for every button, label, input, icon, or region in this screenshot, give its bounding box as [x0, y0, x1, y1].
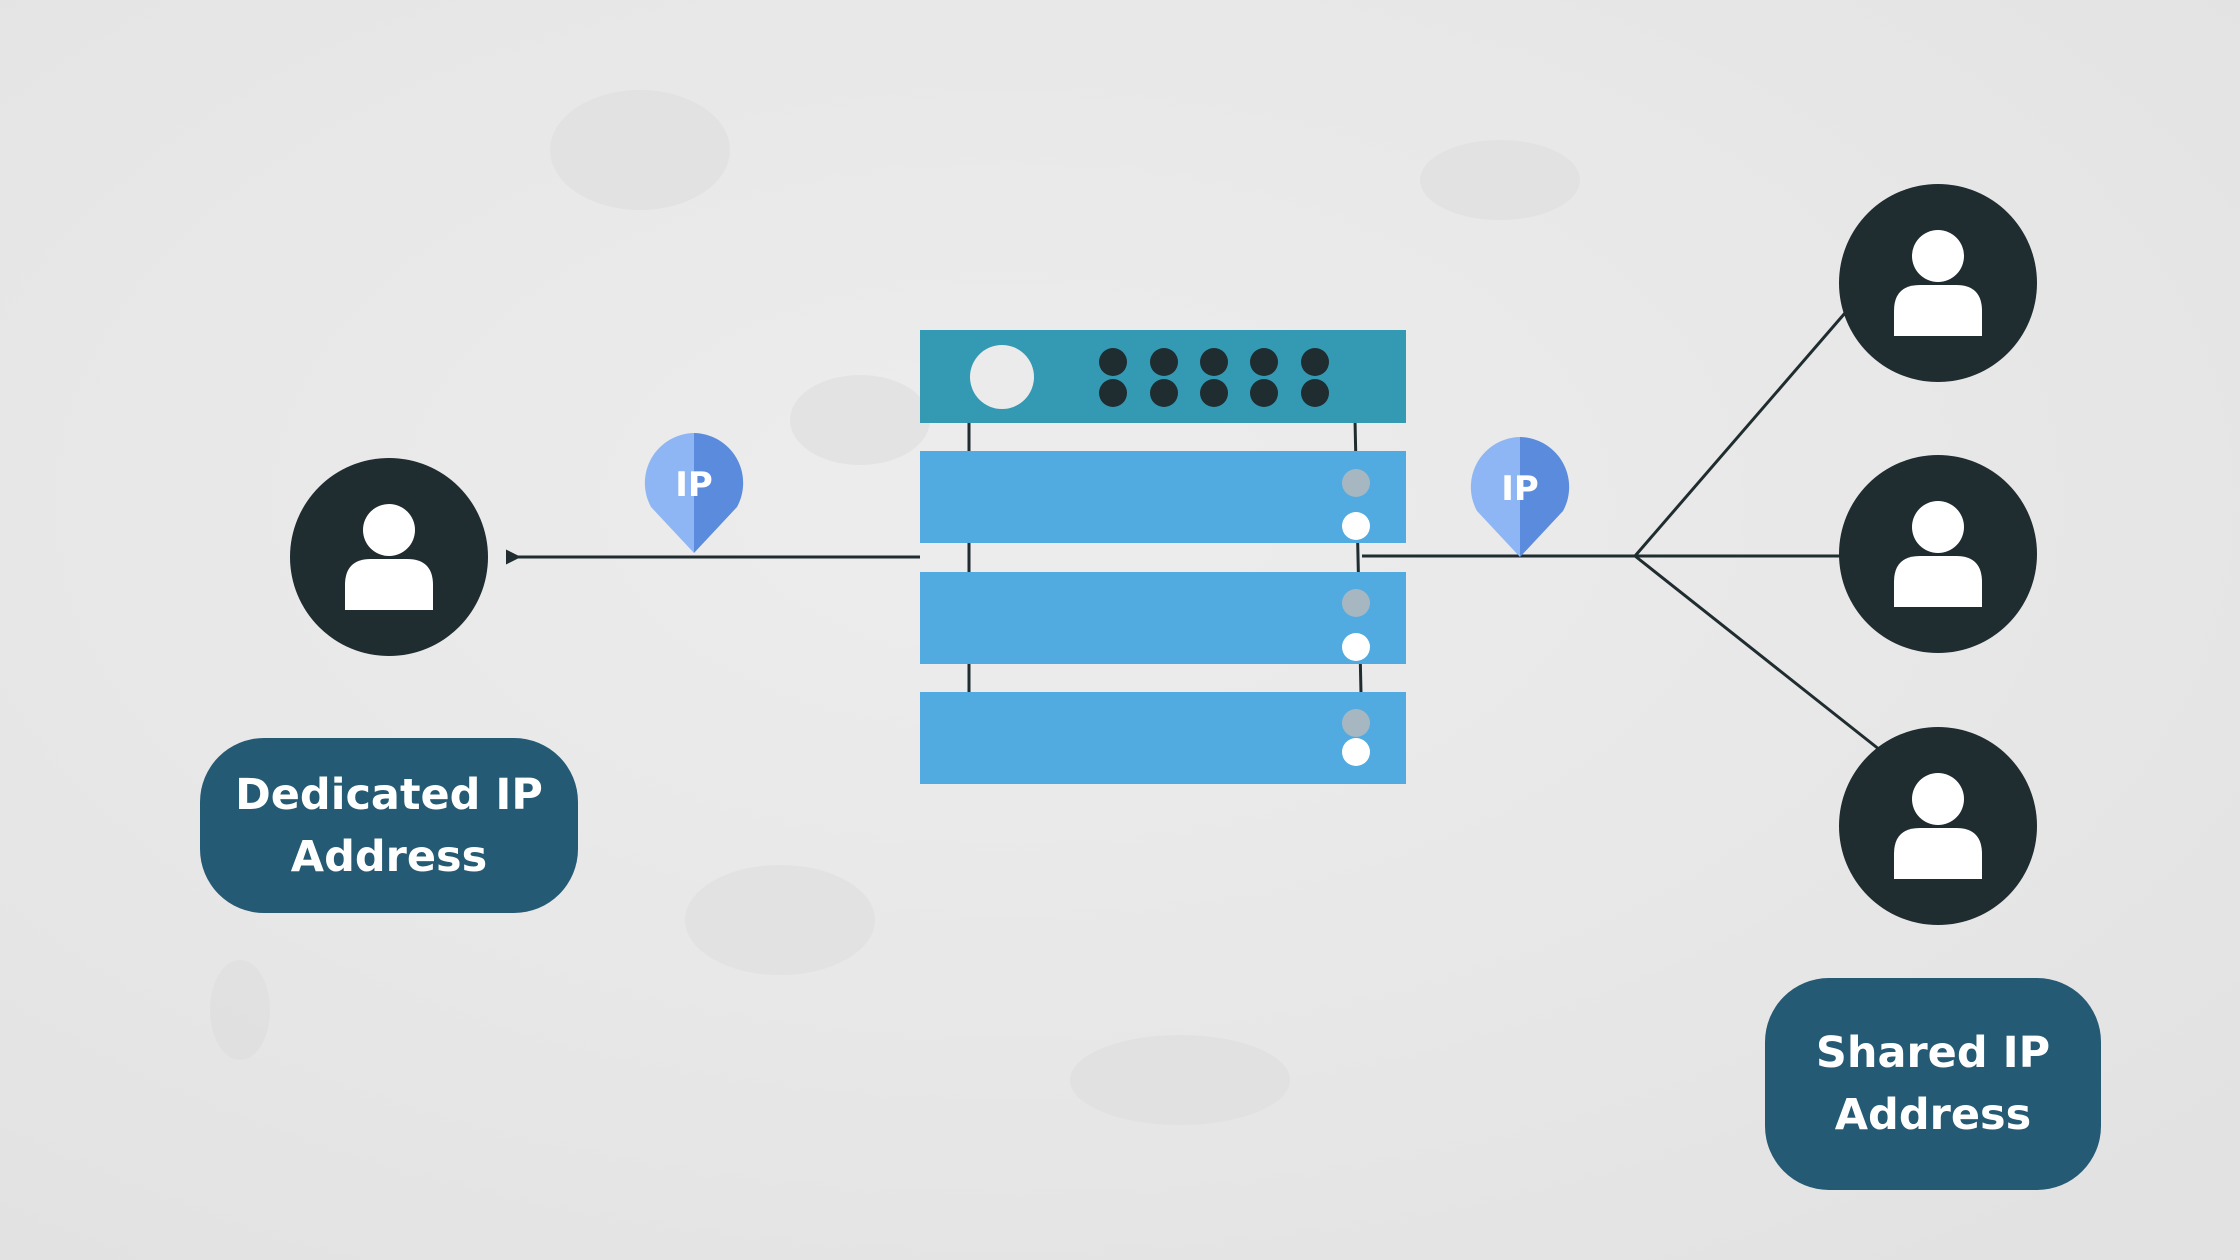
shared-ip-label-line1: Shared IP [1815, 1028, 2051, 1078]
server-power-button [970, 345, 1034, 409]
dedicated-ip-label-line1: Dedicated IP [235, 769, 543, 820]
server-led-3a [1342, 709, 1370, 737]
shared-branch-bottom [1634, 554, 1881, 752]
server-led-2a [1342, 589, 1370, 617]
server-led-1b [1342, 512, 1370, 540]
shared-branch-top [1633, 312, 1847, 557]
ip-pin-dedicated-icon: IP [644, 433, 744, 553]
dedicated-user-icon [290, 458, 488, 656]
server-vent-dots [1099, 348, 1329, 407]
server-panel-2 [920, 572, 1406, 664]
server-led-1a [1342, 469, 1370, 497]
shared-ip-label-box: Shared IP Address [1765, 978, 2101, 1190]
server-rack-icon [920, 330, 1406, 784]
server-led-2b [1342, 633, 1370, 661]
shared-ip-label-line2: Address [1834, 1090, 2032, 1140]
watercolor-texture [210, 90, 1580, 1125]
server-led-3b [1342, 738, 1370, 766]
shared-connection-lines [1362, 312, 1881, 752]
server-panel-3 [920, 692, 1406, 784]
server-panel-1 [920, 451, 1406, 543]
shared-user-bottom-icon [1839, 727, 2037, 925]
dedicated-ip-label-box: Dedicated IP Address [200, 738, 578, 913]
shared-user-top-icon [1839, 184, 2037, 382]
dedicated-ip-label-line2: Address [290, 831, 488, 882]
shared-user-middle-icon [1839, 455, 2037, 653]
ip-pin-shared-label: IP [1501, 469, 1539, 509]
ip-pin-dedicated-label: IP [675, 465, 713, 505]
ip-pin-shared-icon: IP [1470, 437, 1570, 557]
